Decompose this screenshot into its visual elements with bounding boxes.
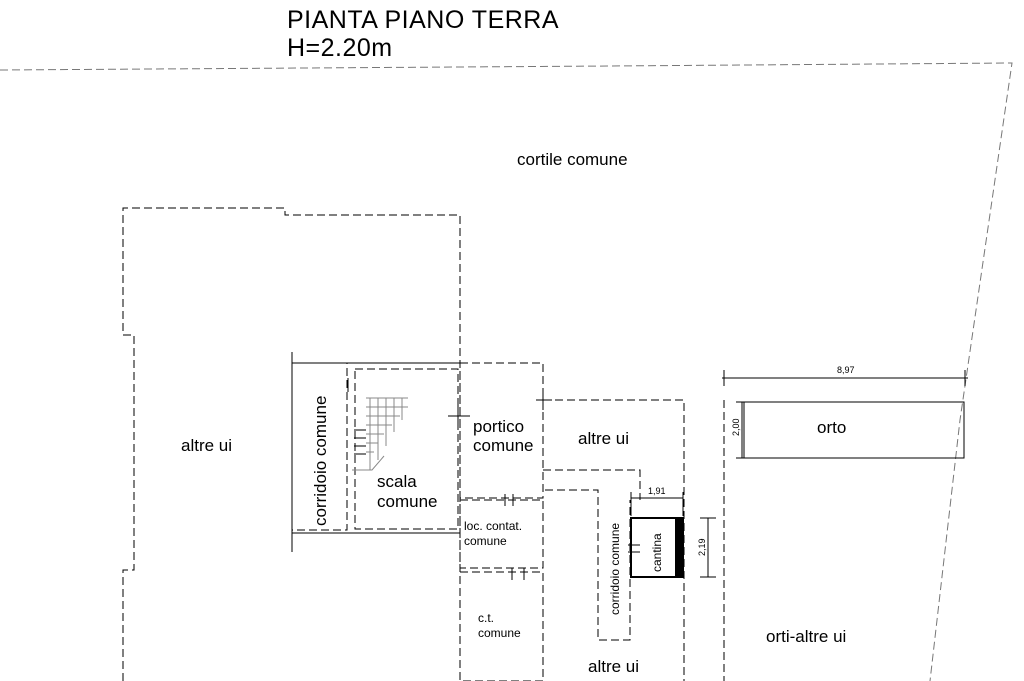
label-altre-ui-center: altre ui: [578, 429, 629, 448]
loc-contat-outline: [459, 499, 544, 569]
label-orti-altre-ui: orti-altre ui: [766, 627, 846, 646]
cantina-depth-dimension: [700, 517, 716, 578]
label-orto: orto: [817, 418, 846, 437]
drawing-height: H=2.20m: [287, 34, 393, 62]
orto-depth-dimension: [736, 401, 748, 459]
scala-outline: [354, 368, 459, 530]
center-altre-ui-outline: [543, 399, 685, 681]
ct-outline: [459, 571, 544, 681]
label-cantina: cantina: [650, 533, 664, 572]
portico-column: [448, 406, 470, 426]
courtyard-boundary: [0, 62, 1013, 681]
ct-door: [511, 568, 525, 580]
label-ct-line1: c.t.: [478, 611, 494, 625]
orto-width-dimension: [722, 370, 968, 386]
stair-steps: [352, 397, 408, 471]
stair-handrail: [347, 378, 366, 455]
label-altre-ui-bottom: altre ui: [588, 657, 639, 676]
cantina-width-dimension: [630, 492, 684, 516]
label-portico-line1: portico: [473, 417, 524, 436]
orto-outline: [743, 401, 965, 459]
dim-cantina-width: 1,91: [648, 486, 666, 496]
cantina-door: [628, 544, 640, 553]
label-scala-line2: comune: [377, 492, 437, 511]
left-building-outline: [122, 207, 461, 681]
label-corridoio-center: corridoio comune: [608, 523, 622, 615]
label-cortile: cortile comune: [517, 150, 628, 169]
label-altre-ui-left: altre ui: [181, 436, 232, 455]
passage-outline: [543, 469, 641, 500]
dim-orto-width: 8,97: [837, 365, 855, 375]
label-ct-line2: comune: [478, 626, 521, 640]
label-scala-line1: scala: [377, 472, 417, 491]
portico-outline: [459, 362, 544, 499]
label-portico-line2: comune: [473, 436, 533, 455]
dim-orto-depth: 2,00: [731, 418, 741, 436]
dim-cantina-depth: 2,19: [697, 538, 707, 556]
label-corridoio-left: corridoio comune: [311, 396, 330, 526]
corridoio-center-outline: [545, 489, 631, 641]
loc-contat-door: [504, 494, 514, 506]
cantina-thick-wall: [675, 518, 684, 577]
drawing-title: PIANTA PIANO TERRA: [287, 6, 560, 34]
label-loc-line2: comune: [464, 534, 507, 548]
label-loc-line1: loc. contat.: [464, 519, 522, 533]
center-wall-stub: [536, 394, 552, 410]
